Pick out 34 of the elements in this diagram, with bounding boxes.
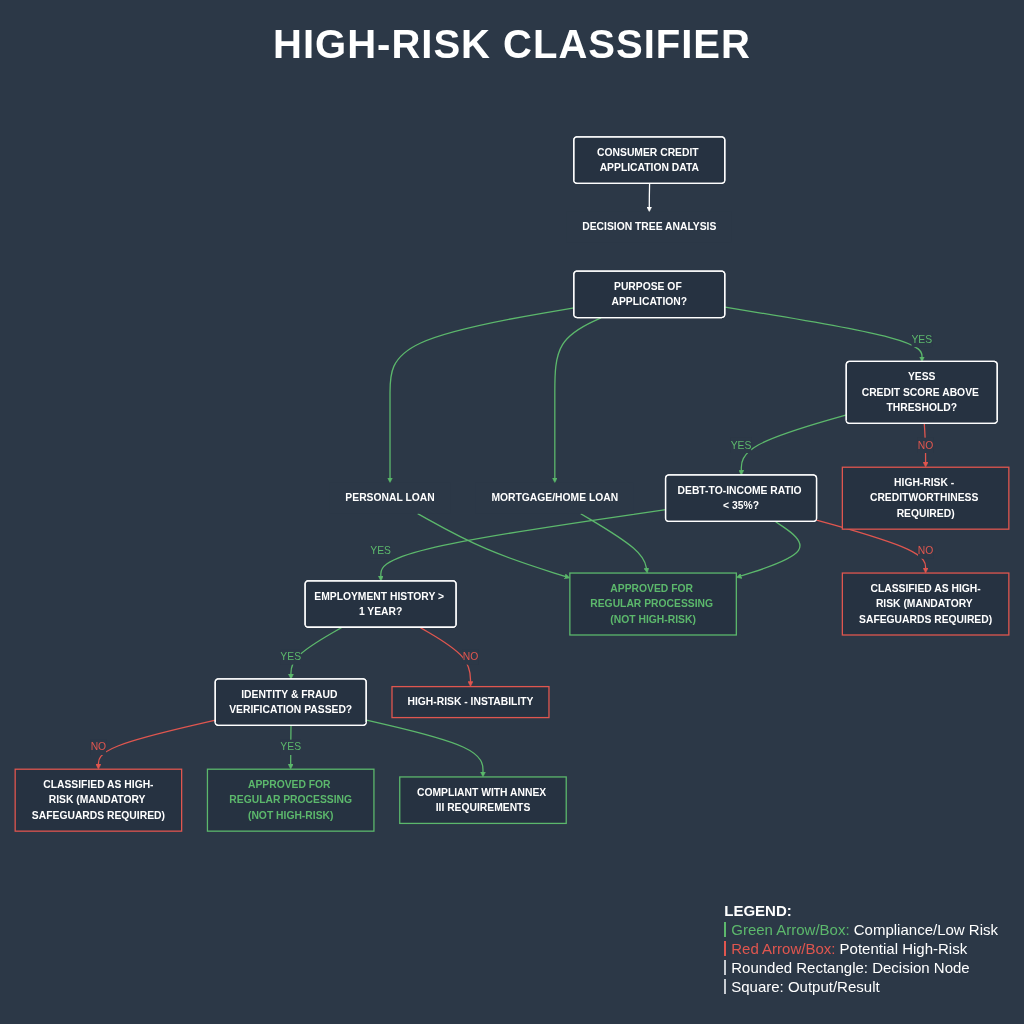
edge-label: NO <box>90 741 107 753</box>
edge-label: NO <box>462 651 479 663</box>
legend-text: Square: Output/Result <box>731 977 880 996</box>
legend-heading: LEGEND: <box>724 901 793 920</box>
node-box: HIGH-RISK - INSTABILITY <box>391 685 550 719</box>
node-box: HIGH-RISK - CREDITWORTHINESS REQUIRED) <box>841 466 1010 530</box>
legend-text: Green Arrow/Box: Compliance/Low Risk <box>731 920 998 939</box>
arrow <box>922 423 929 468</box>
arrow <box>724 306 925 362</box>
edge-label: YES <box>730 439 752 451</box>
node-box: CLASSIFIED AS HIGH-RISK (MANDATORY SAFEGUARDS REQUIRED) <box>841 572 1010 636</box>
legend-text: Red Arrow/Box: Potential High-Risk <box>731 939 968 958</box>
node-text: PERSONAL LOAN <box>345 492 435 504</box>
arrow <box>419 626 474 687</box>
legend-text: Rounded Rectangle: Decision Node <box>731 958 970 977</box>
node-box: APPROVED FOR REGULAR PROCESSING (NOT HIGH-RISK) <box>206 768 375 832</box>
diagram-title: HIGH-RISK CLASSIFIER <box>272 22 752 67</box>
edge-label: YES <box>280 651 302 663</box>
edge-label: YES <box>370 545 391 557</box>
arrow <box>552 317 602 483</box>
node-box: COMPLIANT WITH ANNEX III REQUIREMENTS <box>399 776 567 825</box>
node-box: CLASSIFIED AS HIGH-RISK (MANDATORY SAFEGUARDS REQUIRED) <box>14 768 183 832</box>
edge-label: YES <box>280 741 302 753</box>
node-box: APPROVED FOR REGULAR PROCESSING (NOT HIGH-RISK) <box>569 572 737 636</box>
edge-label: YES <box>911 333 933 345</box>
edge-label: NO <box>917 545 934 557</box>
arrow <box>288 626 343 680</box>
node-text: DECISION TREE ANALYSIS <box>582 221 717 233</box>
arrow <box>736 521 801 579</box>
arrow <box>815 519 929 574</box>
arrow <box>580 513 650 574</box>
node-text: MORTGAGE/HOME LOAN <box>491 492 619 504</box>
edge-label: NO <box>917 439 934 451</box>
arrow <box>646 183 653 212</box>
